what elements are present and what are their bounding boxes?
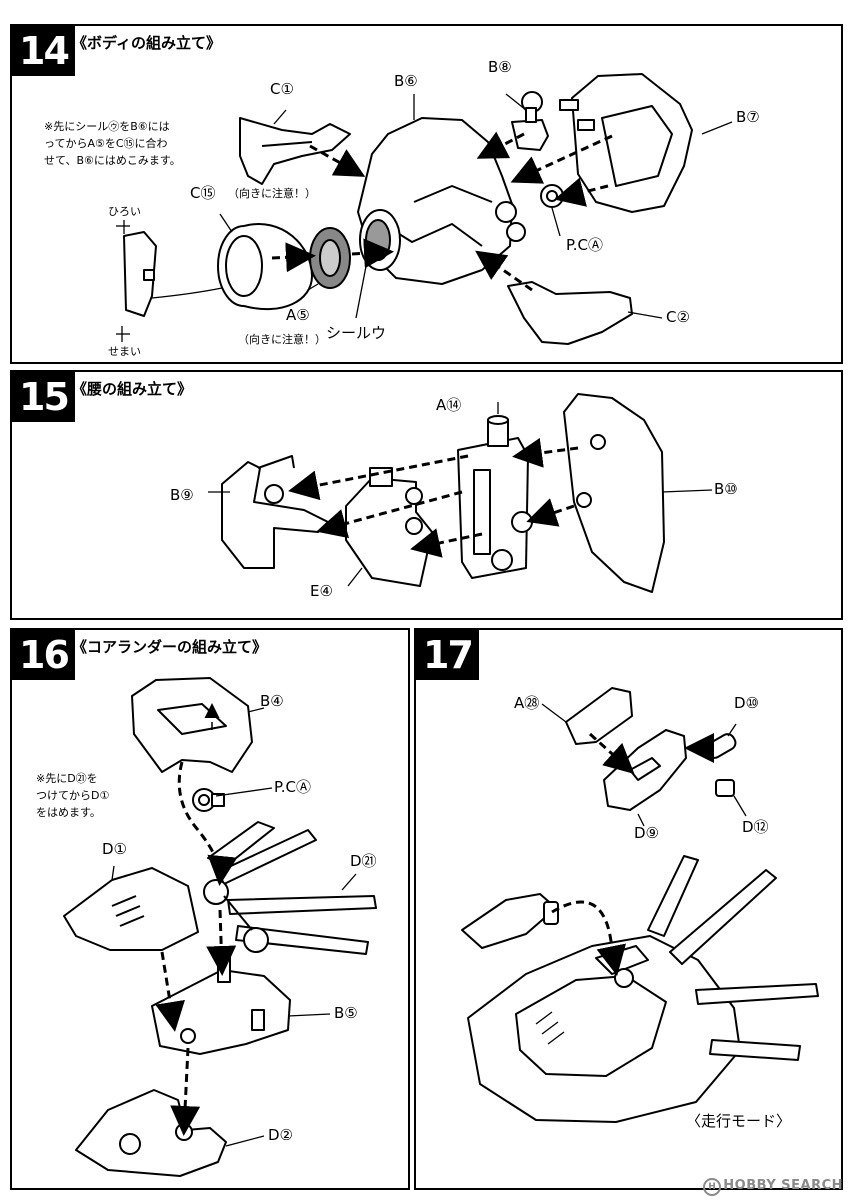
label-d1: D① (102, 840, 127, 858)
orientation-diagram (123, 231, 157, 317)
label-b9: B⑨ (170, 486, 194, 504)
label-d21: D㉑ (350, 852, 377, 870)
step-number: 16 (12, 630, 75, 680)
label-e4: E④ (310, 582, 333, 600)
label-a5: A⑤ (286, 306, 310, 324)
arrow-icon (170, 1047, 201, 1136)
label-b4: B④ (260, 692, 284, 710)
watermark-text: HOBBY SEARCH (723, 1178, 843, 1193)
part-d12 (715, 779, 735, 797)
label-b10: B⑩ (714, 480, 738, 498)
part-d10 (705, 733, 737, 759)
arrow-icon (410, 528, 483, 558)
step-17-panel: 17 (414, 628, 843, 1190)
label-d9: D⑨ (634, 824, 659, 842)
label-a5-note: （向きに注意！） (238, 333, 326, 346)
label-pca: P.CⒶ (566, 236, 603, 254)
step-16-panel: 16 《コアランダーの組み立て》 ※先にD㉑を つけてからD① をはめます。 (10, 628, 410, 1190)
step-number: 14 (12, 26, 75, 76)
arrow-icon (588, 732, 635, 775)
label-b8: B⑧ (488, 58, 512, 76)
step-title: 《コアランダーの組み立て》 (72, 638, 268, 656)
part-c1 (239, 117, 351, 185)
label-b6: B⑥ (394, 72, 418, 90)
part-c2 (507, 281, 633, 345)
label-pca: P.CⒶ (274, 778, 311, 796)
label-b7: B⑦ (736, 108, 760, 126)
running-mode-diagram (461, 687, 819, 1123)
arrow-icon (177, 761, 238, 886)
arrow-icon (554, 177, 609, 207)
step-15-panel: 15 《腰の組み立て》 (10, 370, 843, 620)
arrow-icon (476, 131, 525, 159)
arrow-icon (309, 144, 366, 177)
body-assembly-diagram (116, 73, 733, 345)
arrow-icon (351, 238, 394, 269)
arrow-icon (288, 454, 469, 501)
arrow-icon (512, 437, 579, 468)
arrow-icon (316, 490, 463, 539)
label-c15: C⑮ (190, 184, 216, 202)
label-c2: C② (666, 308, 690, 326)
arrow-icon (526, 498, 575, 527)
part-b9 (221, 461, 329, 569)
arrow-icon (475, 250, 533, 292)
label-running-mode: 〈走行モード〉 (686, 1112, 792, 1130)
core-lander-diagram (63, 677, 377, 1177)
waist-assembly-diagram (208, 393, 713, 593)
arrow-icon (510, 134, 613, 184)
arrow-icon (206, 909, 237, 976)
label-d12: D⑫ (742, 818, 769, 836)
label-seal: シールウ (326, 324, 387, 342)
assembly-note: ※先にシール㋒をB⑥には ってからA⑤をC⑮に合わ せて、B⑥にはめこみます。 (44, 120, 181, 167)
step-title: 《ボディの組み立て》 (72, 34, 221, 52)
label-d10: D⑩ (734, 694, 759, 712)
part-a28 (565, 687, 633, 745)
label-a28: A㉘ (514, 694, 540, 712)
label-b5: B⑤ (334, 1004, 358, 1022)
step-14-panel: 14 《ボディの組み立て》 ※先にシール㋒をB⑥には ってからA⑤をC⑮に合わ … (10, 24, 843, 364)
part-b8 (511, 119, 549, 151)
step-number: 15 (12, 372, 75, 422)
label-c1: C① (270, 80, 294, 98)
arrow-icon (551, 900, 627, 976)
label-a14: A⑭ (436, 396, 462, 414)
part-d2 (75, 1089, 227, 1177)
label-narrow: せまい (108, 345, 141, 358)
label-c15-note: （向きに注意！） (228, 187, 316, 200)
arrow-icon (271, 242, 316, 273)
label-d2: D② (268, 1126, 293, 1144)
watermark-logo-icon: H (703, 1178, 722, 1196)
assembly-note: ※先にD㉑を つけてからD① をはめます。 (36, 772, 110, 819)
step-title: 《腰の組み立て》 (72, 380, 193, 398)
label-wide: ひろい (108, 205, 141, 218)
part-b10 (563, 393, 665, 593)
step-number: 17 (416, 630, 479, 680)
